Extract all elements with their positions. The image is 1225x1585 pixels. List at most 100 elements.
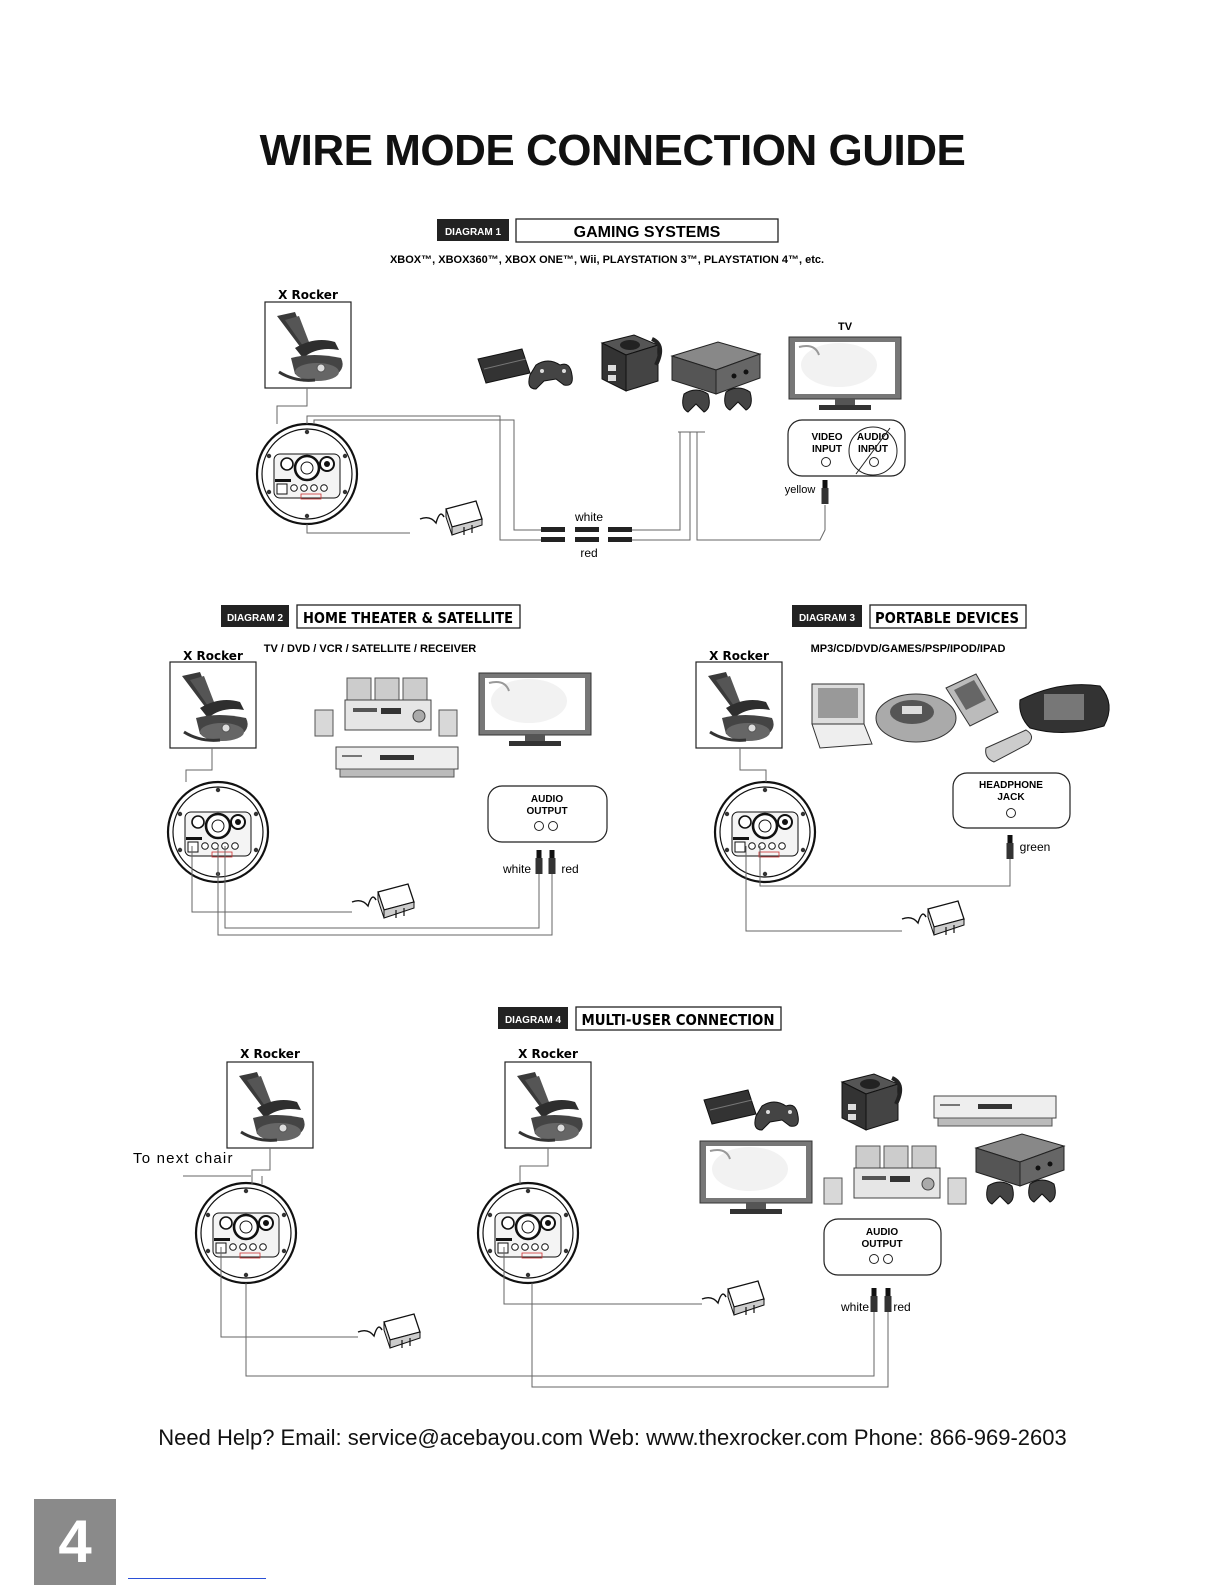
audio-output-panel — [823, 1218, 942, 1276]
dvd-player-icon — [933, 1095, 1057, 1127]
diagram-1-heading: GAMING SYSTEMS — [574, 224, 721, 241]
control-panel-1-icon — [194, 1181, 298, 1285]
audio-input-jack — [869, 457, 879, 467]
cable-red-label: red — [580, 546, 597, 560]
green-plug-icon — [1006, 835, 1014, 859]
audio-output-jack-left — [869, 1254, 879, 1264]
audio-output-jack-right — [883, 1254, 893, 1264]
video-input-line-1: VIDEO — [811, 432, 842, 443]
playstation-icon — [703, 1089, 799, 1131]
footer-link-underline[interactable] — [128, 1578, 266, 1579]
diagram-3-heading-box — [869, 604, 1027, 629]
diagram-3-tag — [792, 605, 862, 627]
diagram-1-cables — [276, 388, 826, 541]
portable-devices-icon — [811, 673, 1110, 763]
diagram-3-devices-line: MP3/CD/DVD/GAMES/PSP/IPOD/IPAD — [811, 643, 1006, 655]
diagram-2-cables — [185, 748, 553, 936]
audio-input-strike — [855, 427, 891, 475]
cable-white-label: white — [574, 510, 603, 524]
help-contact-line: Need Help? Email: service@acebayou.com W… — [158, 1425, 1067, 1450]
headphone-jack-socket — [1006, 808, 1016, 818]
x-rocker-chair-icon — [168, 660, 258, 750]
video-input-jack — [821, 457, 831, 467]
headphone-jack-line-2: JACK — [997, 792, 1025, 803]
diagram-2-tag-text: DIAGRAM 2 — [227, 613, 284, 624]
diagram-1-consoles-line: XBOX™, XBOX360™, XBOX ONE™, Wii, PLAYSTA… — [390, 254, 824, 266]
home-theater-icon — [823, 1145, 967, 1205]
diagram-4: DIAGRAM 4 MULTI-USER CONNECTION X Rocker… — [133, 1006, 1065, 1388]
diagram-1-tag-text: DIAGRAM 1 — [445, 227, 502, 238]
diagram-3-tag-text: DIAGRAM 3 — [799, 613, 856, 624]
x-rocker-chair-icon — [694, 660, 784, 750]
diagram-4-heading-box — [575, 1006, 782, 1031]
diagram-4-tag — [498, 1007, 568, 1029]
audio-output-panel — [487, 785, 608, 843]
red-plug-icon — [884, 1288, 892, 1312]
diagram-1-tv-label: TV — [838, 321, 853, 333]
audio-output-jack-right — [548, 821, 558, 831]
diagram-1-chair-label: X Rocker — [278, 288, 338, 302]
playstation-icon — [477, 348, 573, 390]
diagram-3-chair-label: X Rocker — [709, 649, 769, 663]
diagram-2-heading-box — [296, 604, 521, 629]
diagram-3-heading: PORTABLE DEVICES — [875, 609, 1019, 627]
cable-white-label: white — [502, 862, 531, 876]
xbox-icon — [671, 341, 761, 413]
diagram-4-cables — [220, 1148, 889, 1388]
diagram-4-chair-1-label: X Rocker — [240, 1047, 300, 1061]
tv-icon — [478, 672, 592, 747]
diagram-1-tag — [437, 219, 509, 241]
white-red-cable-connectors — [541, 527, 632, 542]
to-next-chair-label: To next chair — [133, 1150, 234, 1167]
headphone-jack-line-1: HEADPHONE — [979, 780, 1043, 791]
diagram-2: DIAGRAM 2 HOME THEATER & SATELLITE TV / … — [166, 604, 608, 936]
control-panel-icon — [713, 780, 817, 884]
audio-output-line-1: AUDIO — [866, 1227, 898, 1238]
gamecube-icon — [840, 1072, 903, 1132]
diagram-1: DIAGRAM 1 GAMING SYSTEMS XBOX™, XBOX360™… — [255, 218, 906, 560]
audio-input-line-1: AUDIO — [857, 432, 889, 443]
diagram-3: DIAGRAM 3 PORTABLE DEVICES MP3/CD/DVD/GA… — [694, 604, 1110, 936]
page-title: WIRE MODE CONNECTION GUIDE — [259, 126, 966, 175]
yellow-plug-icon — [821, 480, 829, 504]
dvd-player-icon — [335, 746, 459, 778]
audio-input-circle — [848, 426, 898, 476]
power-adapter-2-icon — [701, 1280, 765, 1316]
audio-output-line-2: OUTPUT — [861, 1239, 902, 1250]
xbox-icon — [975, 1133, 1065, 1205]
page-number-tab: 4 — [34, 1499, 116, 1585]
diagram-2-sources-line: TV / DVD / VCR / SATELLITE / RECEIVER — [264, 643, 477, 655]
power-adapter-icon — [419, 500, 483, 536]
diagram-1-heading-box — [515, 218, 779, 243]
diagram-3-cables — [739, 748, 1011, 932]
control-panel-icon — [255, 422, 359, 526]
cable-yellow-label: yellow — [785, 484, 816, 496]
audio-output-line-2: OUTPUT — [526, 806, 567, 817]
gamecube-icon — [600, 333, 663, 393]
diagram-4-heading: MULTI-USER CONNECTION — [582, 1011, 775, 1029]
cable-red-label: red — [561, 862, 578, 876]
home-theater-icon — [314, 677, 458, 737]
video-input-line-2: INPUT — [812, 444, 842, 455]
diagram-4-chair-2-label: X Rocker — [518, 1047, 578, 1061]
power-adapter-1-icon — [357, 1313, 421, 1349]
audio-output-jack-left — [534, 821, 544, 831]
audio-output-line-1: AUDIO — [531, 794, 563, 805]
cable-red-label: red — [893, 1300, 910, 1314]
diagram-2-heading: HOME THEATER & SATELLITE — [303, 609, 513, 627]
x-rocker-chair-icon — [263, 300, 353, 390]
headphone-jack-panel — [952, 772, 1071, 829]
diagram-4-tag-text: DIAGRAM 4 — [505, 1015, 562, 1026]
red-plug-icon — [548, 850, 556, 874]
diagram-2-chair-label: X Rocker — [183, 649, 243, 663]
x-rocker-chair-2-icon — [503, 1060, 593, 1150]
diagram-2-tag — [221, 605, 289, 627]
control-panel-2-icon — [476, 1181, 580, 1285]
cable-green-label: green — [1020, 840, 1051, 854]
cable-white-label: white — [840, 1300, 869, 1314]
tv-icon — [699, 1140, 813, 1215]
white-plug-icon — [870, 1288, 878, 1312]
white-plug-icon — [535, 850, 543, 874]
x-rocker-chair-1-icon — [225, 1060, 315, 1150]
